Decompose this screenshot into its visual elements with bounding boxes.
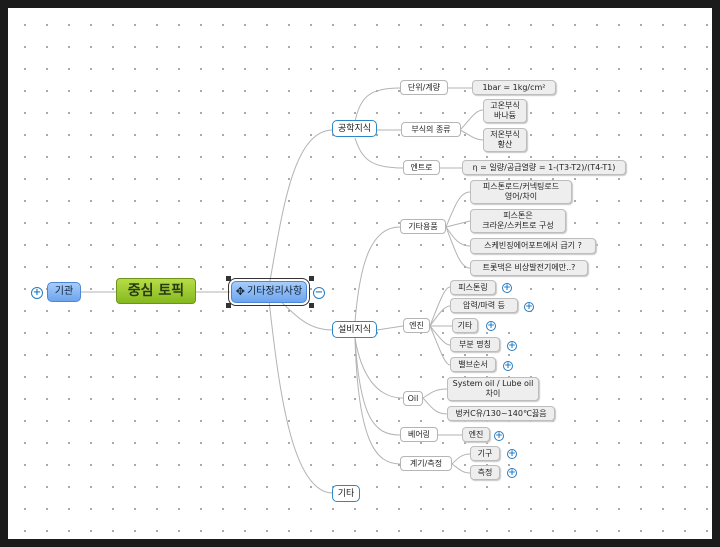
leaf-emergency-gen[interactable]: 트롯댁은 비상발전기에만..? — [470, 260, 588, 276]
expand-engine-other-icon[interactable]: + — [486, 321, 496, 331]
leaf-part-names-label: 부분 명칭 — [459, 339, 491, 349]
topic-gigwan-label: 기관 — [54, 286, 74, 297]
node-gauge-label: 계기/측정 — [409, 458, 443, 468]
leaf-piston-rod-line2: 영어/차이 — [504, 192, 538, 201]
node-other-items-label: 기타용품 — [408, 221, 438, 231]
topic-misc-notes[interactable]: ✥ 기타정리사항 — [228, 278, 310, 306]
expand-piston-ring-icon[interactable]: + — [502, 283, 512, 293]
branch-etc-label: 기타 — [337, 488, 355, 499]
leaf-bearing-engine-label: 엔진 — [468, 429, 484, 439]
leaf-piston-ring-label: 피스톤링 — [458, 282, 488, 292]
leaf-hot-corrosion[interactable]: 고온부식 바나듐 — [483, 99, 527, 123]
leaf-efficiency-formula-label: η = 일량/공급열량 = 1-(T3-T2)/(T4-T1) — [472, 162, 616, 172]
mindmap-canvas[interactable] — [8, 8, 712, 539]
selection-handle-tr[interactable] — [309, 276, 314, 281]
node-corrosion[interactable]: 부식의 종류 — [401, 122, 461, 137]
node-engine[interactable]: 엔진 — [403, 318, 430, 333]
leaf-pressure-power[interactable]: 압력/마력 등 — [450, 298, 518, 313]
selection-handle-bl[interactable] — [226, 303, 231, 308]
leaf-engine-other[interactable]: 기타 — [452, 318, 478, 333]
leaf-scavenging[interactable]: 스케빈징에어포트에서 급기 ? — [470, 238, 596, 254]
leaf-bunker-c[interactable]: 벙커C유/130~140℃끓음 — [447, 406, 555, 421]
branch-engineering-label: 공학지식 — [337, 123, 372, 134]
leaf-emergency-gen-label: 트롯댁은 비상발전기에만..? — [482, 263, 576, 272]
leaf-bearing-engine[interactable]: 엔진 — [462, 427, 490, 442]
node-enthalpy-label: 엔트로 — [410, 162, 433, 172]
node-oil[interactable]: Oil — [403, 391, 423, 406]
leaf-piston-ring[interactable]: 피스톤링 — [450, 280, 496, 295]
leaf-engine-other-label: 기타 — [457, 320, 473, 330]
node-other-items[interactable]: 기타용품 — [400, 219, 446, 234]
leaf-piston-rod-line1: 피스톤로드/커넥팅로드 — [482, 182, 560, 191]
central-topic-label: 중심 토픽 — [127, 283, 185, 299]
leaf-piston-crown[interactable]: 피스톤은 크라운/스커트로 구성 — [470, 209, 566, 233]
node-engine-label: 엔진 — [409, 320, 424, 330]
leaf-cold-corrosion-line1: 저온부식 — [490, 130, 520, 139]
leaf-hot-corrosion-line2: 바나듐 — [493, 111, 517, 120]
leaf-measurement-label: 측정 — [477, 467, 493, 477]
node-corrosion-label: 부식의 종류 — [411, 124, 451, 134]
node-gauge[interactable]: 계기/측정 — [400, 456, 452, 471]
leaf-valve-order[interactable]: 밸브순서 — [450, 357, 496, 372]
node-bearing[interactable]: 베어링 — [400, 427, 438, 442]
leaf-piston-rod[interactable]: 피스톤로드/커넥팅로드 영어/차이 — [470, 180, 572, 204]
move-icon[interactable]: ✥ — [235, 285, 245, 298]
expand-measurement-icon[interactable]: + — [507, 468, 517, 478]
expand-instrument-icon[interactable]: + — [507, 449, 517, 459]
leaf-valve-order-label: 밸브순서 — [458, 359, 488, 369]
selection-handle-br[interactable] — [309, 303, 314, 308]
leaf-system-oil-line1: System oil / Lube oil — [452, 379, 534, 388]
leaf-measurement[interactable]: 측정 — [470, 465, 500, 480]
branch-etc[interactable]: 기타 — [332, 485, 360, 502]
topic-misc-notes-label: 기타정리사항 — [247, 286, 303, 297]
leaf-piston-crown-line2: 크라운/스커트로 구성 — [482, 221, 554, 230]
selection-handle-tl[interactable] — [226, 276, 231, 281]
expand-pressure-power-icon[interactable]: + — [524, 302, 534, 312]
node-bearing-label: 베어링 — [407, 429, 431, 439]
collapse-misc-notes-icon[interactable]: − — [313, 287, 325, 299]
central-topic[interactable]: 중심 토픽 — [116, 278, 196, 304]
leaf-instrument[interactable]: 기구 — [470, 446, 500, 461]
leaf-piston-crown-line1: 피스톤은 — [503, 211, 533, 220]
branch-equipment[interactable]: 설비지식 — [332, 321, 377, 338]
expand-part-names-icon[interactable]: + — [507, 341, 517, 351]
node-unit-label: 단위/계량 — [407, 82, 441, 92]
leaf-cold-corrosion-line2: 황산 — [497, 140, 513, 149]
leaf-efficiency-formula[interactable]: η = 일량/공급열량 = 1-(T3-T2)/(T4-T1) — [462, 160, 626, 175]
leaf-instrument-label: 기구 — [477, 448, 493, 458]
leaf-bunker-c-label: 벙커C유/130~140℃끓음 — [455, 408, 547, 418]
node-oil-label: Oil — [407, 393, 419, 403]
leaf-hot-corrosion-line1: 고온부식 — [490, 101, 520, 110]
branch-equipment-label: 설비지식 — [337, 324, 372, 335]
leaf-system-oil-line2: 차이 — [485, 389, 501, 398]
expand-valve-order-icon[interactable]: + — [503, 361, 513, 371]
leaf-pressure-power-label: 압력/마력 등 — [462, 300, 506, 310]
topic-gigwan[interactable]: 기관 — [47, 282, 81, 302]
leaf-system-oil[interactable]: System oil / Lube oil 차이 — [447, 377, 539, 401]
node-enthalpy[interactable]: 엔트로 — [403, 160, 440, 175]
leaf-unit-bar[interactable]: 1bar = 1kg/cm² — [472, 80, 556, 95]
node-unit[interactable]: 단위/계량 — [400, 80, 448, 95]
expand-gigwan-icon[interactable]: + — [31, 287, 43, 299]
leaf-cold-corrosion[interactable]: 저온부식 황산 — [483, 128, 527, 152]
branch-engineering[interactable]: 공학지식 — [332, 120, 377, 137]
leaf-scavenging-label: 스케빈징에어포트에서 급기 ? — [484, 241, 582, 250]
leaf-part-names[interactable]: 부분 명칭 — [450, 337, 500, 352]
expand-bearing-engine-icon[interactable]: + — [494, 431, 504, 441]
leaf-unit-bar-label: 1bar = 1kg/cm² — [482, 82, 546, 92]
